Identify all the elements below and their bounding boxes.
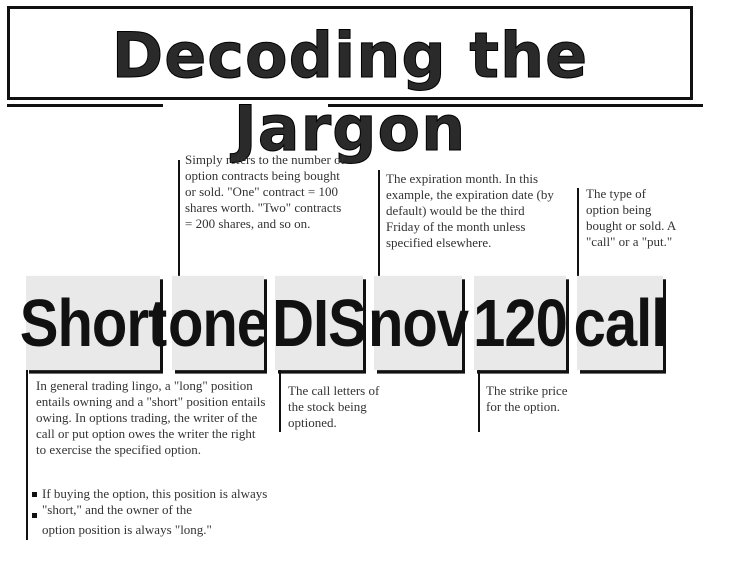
- title-underline-right: [328, 104, 703, 107]
- title-box: Decoding the Jargon: [7, 6, 693, 166]
- word-dis: DIS: [272, 275, 367, 371]
- word-short: Short: [20, 275, 167, 371]
- connector-line-short: [26, 370, 28, 540]
- note-short-bullet-2: option position is always "long.": [42, 522, 212, 537]
- note-dis: The call letters of the stock being opti…: [288, 383, 380, 430]
- bullet-marker-1: [32, 492, 37, 497]
- note-strike: The strike price for the option.: [486, 383, 568, 414]
- note-short-bullet-1: If buying the option, this position is a…: [42, 486, 268, 517]
- connector-line-dis: [279, 370, 281, 432]
- note-nov: The expiration month. In this example, t…: [386, 171, 554, 250]
- connector-line-nov: [378, 170, 380, 284]
- word-nov: nov: [368, 275, 469, 371]
- note-short: In general trading lingo, a "long" posit…: [36, 378, 266, 457]
- word-call: call: [574, 275, 667, 371]
- page-title: Decoding the Jargon: [111, 19, 589, 166]
- note-call: The type of option being bought or sold.…: [586, 186, 676, 249]
- word-one: one: [168, 275, 269, 371]
- connector-line-call: [577, 188, 579, 284]
- note-one: Simply refers to the number of option co…: [185, 152, 345, 231]
- connector-line-strike: [478, 370, 480, 432]
- word-strike: 120: [473, 275, 568, 371]
- title-underline-left: [7, 104, 163, 107]
- connector-line-one: [178, 160, 180, 284]
- bullet-marker-2: [32, 513, 37, 518]
